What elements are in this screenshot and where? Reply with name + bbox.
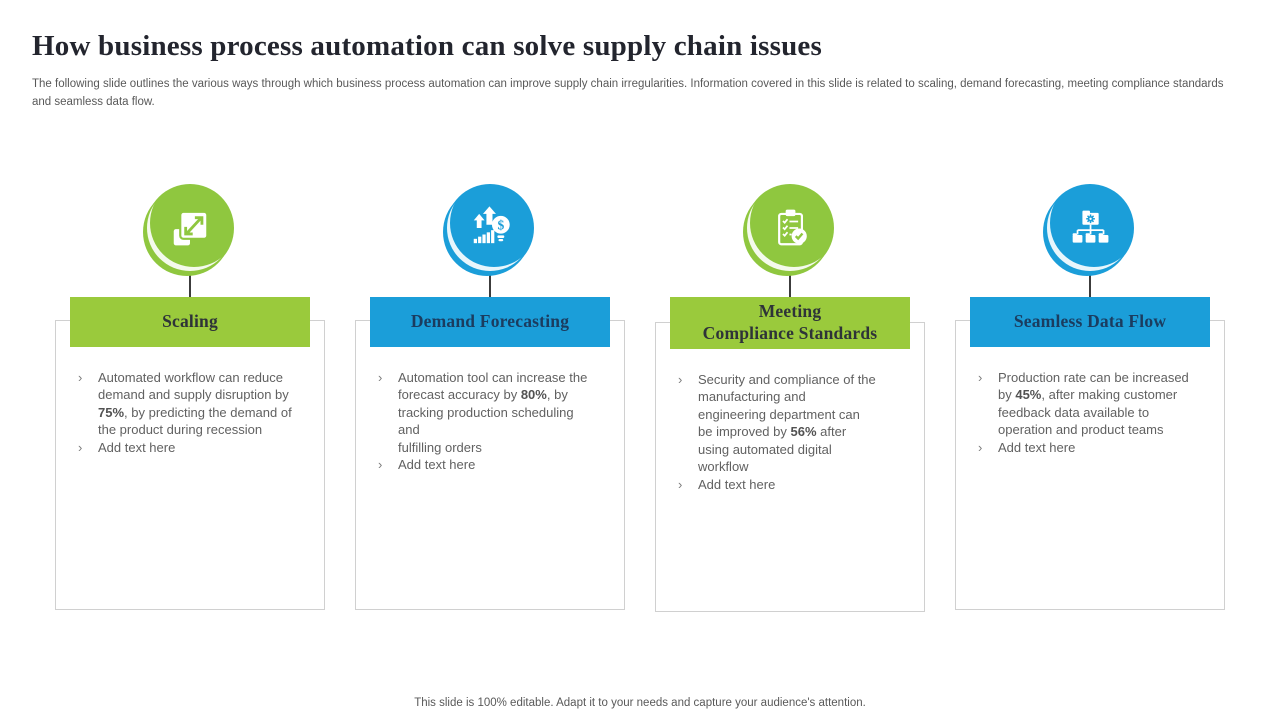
column-title: Demand Forecasting xyxy=(410,310,570,331)
bullet-text-bold: 45% xyxy=(1015,387,1042,403)
scale-expand-icon xyxy=(173,210,209,246)
bullet-item: › Add text here xyxy=(978,439,1210,457)
bullet-list: › Security and compliance of the manufac… xyxy=(656,371,924,494)
bullet-text: Add text here xyxy=(398,456,475,474)
bullet-marker: › xyxy=(78,369,83,385)
bullet-text-segment: , after making customer feedback data av… xyxy=(998,387,1178,438)
bullet-marker: › xyxy=(678,371,683,387)
growth-dollar-bulb-icon: $ xyxy=(473,206,510,244)
bullet-marker: › xyxy=(378,457,383,473)
footer-note: This slide is 100% editable. Adapt it to… xyxy=(414,697,866,709)
bullet-item: › Automation tool can increase the forec… xyxy=(378,369,610,457)
bullet-text-bold: 75% xyxy=(98,404,125,420)
bullet-text-segment: , by tracking production scheduling and … xyxy=(398,387,574,455)
column-title: Seamless Data Flow xyxy=(1013,310,1167,331)
column-header-scaling: Scaling xyxy=(70,296,310,347)
columns-row: Scaling › Automated workflow can reduce … xyxy=(0,183,1280,612)
bullet-text: Automation tool can increase the forecas… xyxy=(398,369,587,457)
bullet-text-segment: Production rate can be increased by xyxy=(998,369,1189,403)
column-header-seamless-data-flow: Seamless Data Flow xyxy=(970,296,1210,347)
slide-subtitle: The following slide outlines the various… xyxy=(32,78,1224,108)
bullet-text: Automated workflow can reduce demand and… xyxy=(98,369,292,439)
bullet-list: › Automation tool can increase the forec… xyxy=(356,369,624,474)
page-title: How business process automation can solv… xyxy=(32,30,822,62)
svg-text:$: $ xyxy=(497,218,504,233)
demand-forecasting-icon-circle: $ xyxy=(446,183,534,272)
bullet-marker: › xyxy=(678,476,683,492)
bullet-text: Add text here xyxy=(698,476,775,494)
bullet-text-bold: 56% xyxy=(790,424,817,440)
connector-line xyxy=(789,271,791,297)
bullet-text-bold: 80% xyxy=(520,387,547,403)
bullet-text-segment: Add text here xyxy=(398,457,476,473)
column-card-meeting-compliance-standards: › Security and compliance of the manufac… xyxy=(655,321,925,612)
compliance-checklist-icon xyxy=(778,209,807,246)
connector-line xyxy=(189,271,191,297)
connector-line xyxy=(1089,271,1091,297)
connector-line xyxy=(489,271,491,297)
column-title: Scaling xyxy=(162,310,218,331)
bullet-text-segment: Security and compliance of the manufactu… xyxy=(698,371,876,440)
bullet-text-segment: Automated workflow can reduce demand and… xyxy=(98,369,289,403)
bullet-marker: › xyxy=(78,439,83,455)
column-header-meeting-compliance-standards: Meeting Compliance Standards xyxy=(670,296,910,349)
bullet-text-segment: , by predicting the demand of the produc… xyxy=(98,404,292,438)
bullet-text-segment: after using automated digital workflow xyxy=(698,424,847,475)
bullet-item: › Add text here xyxy=(678,476,910,494)
column-card-seamless-data-flow: › Production rate can be increased by 45… xyxy=(955,319,1225,610)
bullet-marker: › xyxy=(378,369,383,385)
column-header-demand-forecasting: Demand Forecasting xyxy=(370,296,610,347)
compliance-icon-circle xyxy=(746,183,834,272)
column-card-scaling: › Automated workflow can reduce demand a… xyxy=(55,319,325,610)
bullet-item: › Production rate can be increased by 45… xyxy=(978,369,1210,439)
bullet-item: › Add text here xyxy=(378,456,610,474)
bullet-text: Production rate can be increased by 45%,… xyxy=(998,369,1189,439)
bullet-list: › Automated workflow can reduce demand a… xyxy=(56,369,324,457)
column-meeting-compliance-standards: Meeting Compliance Standards › Security … xyxy=(655,183,925,612)
bullet-item: › Add text here xyxy=(78,439,310,457)
bullet-list: › Production rate can be increased by 45… xyxy=(956,369,1224,457)
column-scaling: Scaling › Automated workflow can reduce … xyxy=(55,183,325,612)
folder-hierarchy-icon xyxy=(1072,210,1109,243)
bullet-text-segment: Add text here xyxy=(998,439,1076,455)
bullet-text: Add text here xyxy=(98,439,175,457)
data-flow-icon-circle xyxy=(1046,183,1134,272)
bullet-text-segment: Add text here xyxy=(698,476,776,492)
bullet-text: Add text here xyxy=(998,439,1075,457)
bullet-marker: › xyxy=(978,439,983,455)
column-title: Meeting Compliance Standards xyxy=(702,300,878,343)
bullet-item: › Automated workflow can reduce demand a… xyxy=(78,369,310,439)
column-demand-forecasting: $ Demand Forecasting › Automation tool c… xyxy=(355,183,625,612)
bullet-marker: › xyxy=(978,369,983,385)
column-card-demand-forecasting: › Automation tool can increase the forec… xyxy=(355,319,625,610)
bullet-item: › Security and compliance of the manufac… xyxy=(678,371,910,476)
column-seamless-data-flow: Seamless Data Flow › Production rate can… xyxy=(955,183,1225,612)
scaling-icon-circle xyxy=(146,183,234,272)
bullet-text-segment: Add text here xyxy=(98,439,176,455)
bullet-text: Security and compliance of the manufactu… xyxy=(698,371,876,476)
bullet-text-segment: Automation tool can increase the forecas… xyxy=(398,369,588,403)
